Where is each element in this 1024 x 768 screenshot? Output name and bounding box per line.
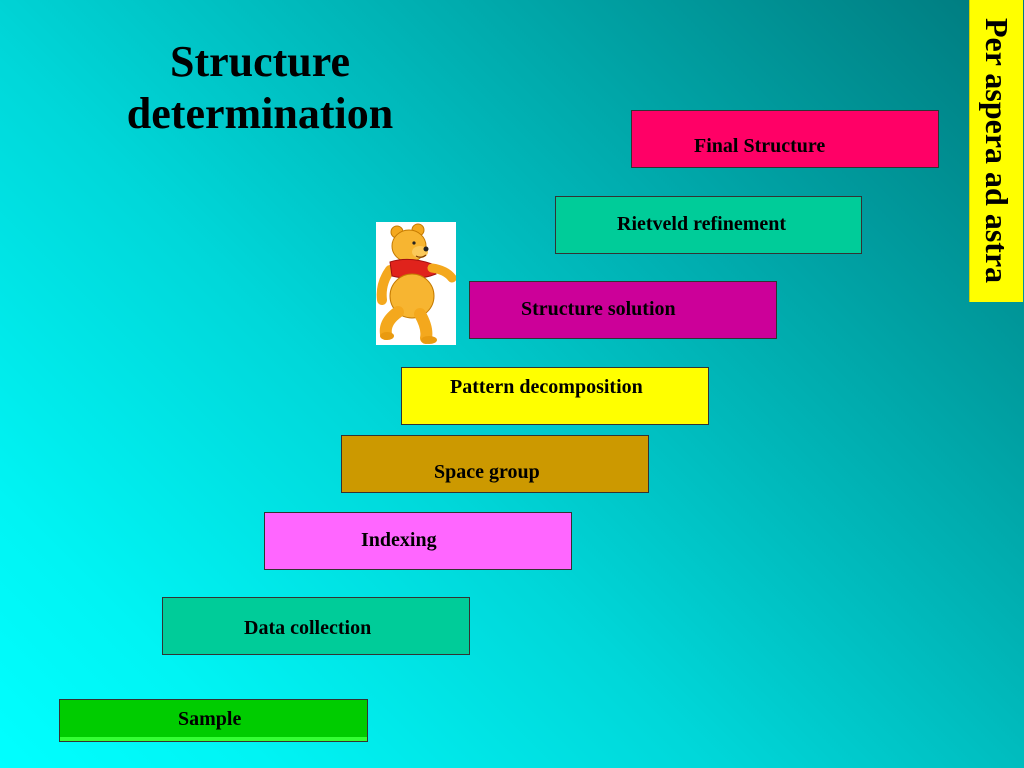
step-rietveld-refinement: Rietveld refinement [555, 196, 862, 254]
step-label: Space group [434, 461, 540, 483]
title-line-1: Structure [169, 37, 351, 86]
step-label: Indexing [361, 529, 437, 551]
step-sample: Sample [59, 699, 368, 742]
step-pattern-decomposition: Pattern decomposition [401, 367, 709, 425]
step-data-collection: Data collection [162, 597, 470, 655]
step-label: Pattern decomposition [450, 376, 643, 398]
motto-banner: Per aspera ad astra [969, 0, 1023, 302]
step-label: Data collection [244, 617, 372, 639]
step-indexing: Indexing [264, 512, 572, 570]
step-label: Structure solution [521, 298, 676, 320]
step-label: Rietveld refinement [617, 213, 787, 235]
step-space-group: Space group [341, 435, 649, 493]
bear-illustration [376, 222, 457, 345]
step-label: Sample [178, 708, 242, 730]
motto-text: Per aspera ad astra [979, 18, 1015, 284]
bear-icon [376, 223, 457, 344]
step-final-structure: Final Structure [631, 110, 939, 168]
title-line-2: determination [126, 89, 394, 138]
step-structure-solution: Structure solution [469, 281, 777, 339]
page-title: Structure determination [95, 36, 425, 140]
step-label: Final Structure [694, 135, 826, 157]
